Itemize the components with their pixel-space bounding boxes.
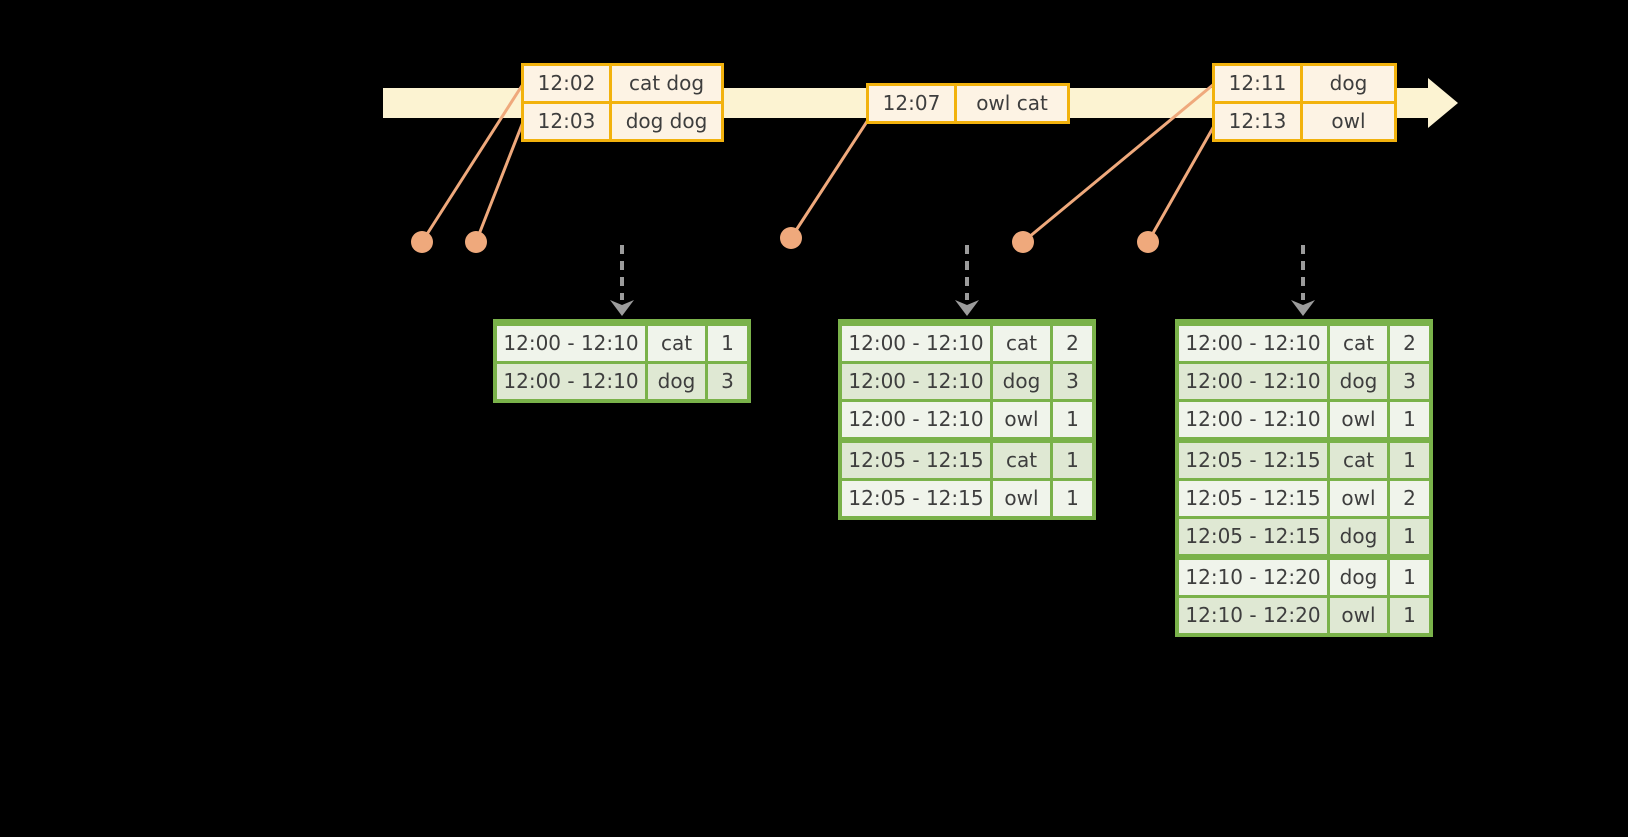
result-row: 12:00 - 12:10 dog 3 [1179,361,1429,399]
window-cell: 12:05 - 12:15 [1179,481,1327,516]
event-connector-line [420,83,525,243]
count-cell: 3 [1053,364,1092,399]
event-connector-line [474,121,525,243]
count-cell: 1 [1053,481,1092,516]
result-table-2: 12:00 - 12:10 cat 2 12:00 - 12:10 dog 3 … [838,319,1096,520]
result-row: 12:05 - 12:15 cat 1 [1179,437,1429,478]
event-row: 12:13 owl [1215,104,1394,139]
event-table-2: 12:07 owl cat [866,83,1070,124]
window-cell: 12:10 - 12:20 [1179,560,1327,595]
count-cell: 1 [1390,519,1429,554]
event-time-cell: 12:02 [524,66,609,101]
word-cell: owl [993,481,1050,516]
event-words-cell: owl [1303,104,1394,139]
event-table-1: 12:02 cat dog 12:03 dog dog [521,63,724,142]
event-connector-line [789,119,870,239]
window-cell: 12:00 - 12:10 [842,402,990,437]
window-cell: 12:05 - 12:15 [842,443,990,478]
count-cell: 2 [1390,326,1429,361]
word-cell: owl [1330,481,1387,516]
result-row: 12:00 - 12:10 cat 1 [497,323,747,361]
count-cell: 1 [1390,402,1429,437]
result-table-3: 12:00 - 12:10 cat 2 12:00 - 12:10 dog 3 … [1175,319,1433,637]
window-cell: 12:00 - 12:10 [842,364,990,399]
result-row: 12:05 - 12:15 owl 2 [1179,478,1429,516]
event-words-cell: cat dog [612,66,721,101]
count-cell: 1 [1390,443,1429,478]
trigger-arrowhead-icon [610,300,634,316]
event-time-cell: 12:13 [1215,104,1300,139]
count-cell: 1 [1053,443,1092,478]
word-cell: cat [993,326,1050,361]
window-cell: 12:00 - 12:10 [497,364,645,399]
window-cell: 12:00 - 12:10 [497,326,645,361]
event-table-3: 12:11 dog 12:13 owl [1212,63,1397,142]
trigger-arrowhead-icon [955,300,979,316]
word-cell: dog [648,364,705,399]
word-cell: owl [1330,598,1387,633]
result-table-1: 12:00 - 12:10 cat 1 12:00 - 12:10 dog 3 [493,319,751,403]
result-row: 12:05 - 12:15 owl 1 [842,478,1092,516]
result-row: 12:00 - 12:10 dog 3 [842,361,1092,399]
word-cell: dog [993,364,1050,399]
result-row: 12:00 - 12:10 cat 2 [842,323,1092,361]
event-words-cell: dog [1303,66,1394,101]
window-cell: 12:05 - 12:15 [1179,519,1327,554]
trigger-arrowhead-icon [1291,300,1315,316]
result-row: 12:00 - 12:10 cat 2 [1179,323,1429,361]
event-connector-line [1146,125,1216,243]
word-cell: owl [1330,402,1387,437]
result-row: 12:00 - 12:10 dog 3 [497,361,747,399]
count-cell: 3 [1390,364,1429,399]
count-cell: 1 [1390,560,1429,595]
word-cell: cat [1330,326,1387,361]
event-dot-icon [411,231,433,253]
result-row: 12:00 - 12:10 owl 1 [842,399,1092,437]
word-cell: cat [1330,443,1387,478]
result-row: 12:10 - 12:20 dog 1 [1179,554,1429,595]
event-connector-line [1022,82,1215,244]
event-words-cell: owl cat [957,86,1067,121]
word-cell: owl [993,402,1050,437]
event-time-cell: 12:07 [869,86,954,121]
window-cell: 12:05 - 12:15 [842,481,990,516]
event-row: 12:07 owl cat [869,86,1067,121]
result-row: 12:10 - 12:20 owl 1 [1179,595,1429,633]
word-cell: dog [1330,364,1387,399]
word-cell: dog [1330,560,1387,595]
event-dot-icon [465,231,487,253]
event-row: 12:03 dog dog [524,104,721,139]
result-row: 12:05 - 12:15 dog 1 [1179,516,1429,554]
event-dot-icon [1012,231,1034,253]
window-cell: 12:00 - 12:10 [1179,364,1327,399]
word-cell: cat [648,326,705,361]
event-time-cell: 12:11 [1215,66,1300,101]
word-cell: cat [993,443,1050,478]
word-cell: dog [1330,519,1387,554]
window-cell: 12:00 - 12:10 [842,326,990,361]
event-row: 12:11 dog [1215,66,1394,101]
event-dot-icon [1137,231,1159,253]
event-dot-icon [780,227,802,249]
event-time-cell: 12:03 [524,104,609,139]
count-cell: 1 [1390,598,1429,633]
event-words-cell: dog dog [612,104,721,139]
count-cell: 1 [708,326,747,361]
result-row: 12:00 - 12:10 owl 1 [1179,399,1429,437]
event-row: 12:02 cat dog [524,66,721,101]
count-cell: 2 [1390,481,1429,516]
result-row: 12:05 - 12:15 cat 1 [842,437,1092,478]
window-cell: 12:10 - 12:20 [1179,598,1327,633]
count-cell: 1 [1053,402,1092,437]
window-cell: 12:00 - 12:10 [1179,402,1327,437]
window-cell: 12:00 - 12:10 [1179,326,1327,361]
window-cell: 12:05 - 12:15 [1179,443,1327,478]
timeline-arrowhead-icon [1428,78,1458,128]
count-cell: 3 [708,364,747,399]
count-cell: 2 [1053,326,1092,361]
